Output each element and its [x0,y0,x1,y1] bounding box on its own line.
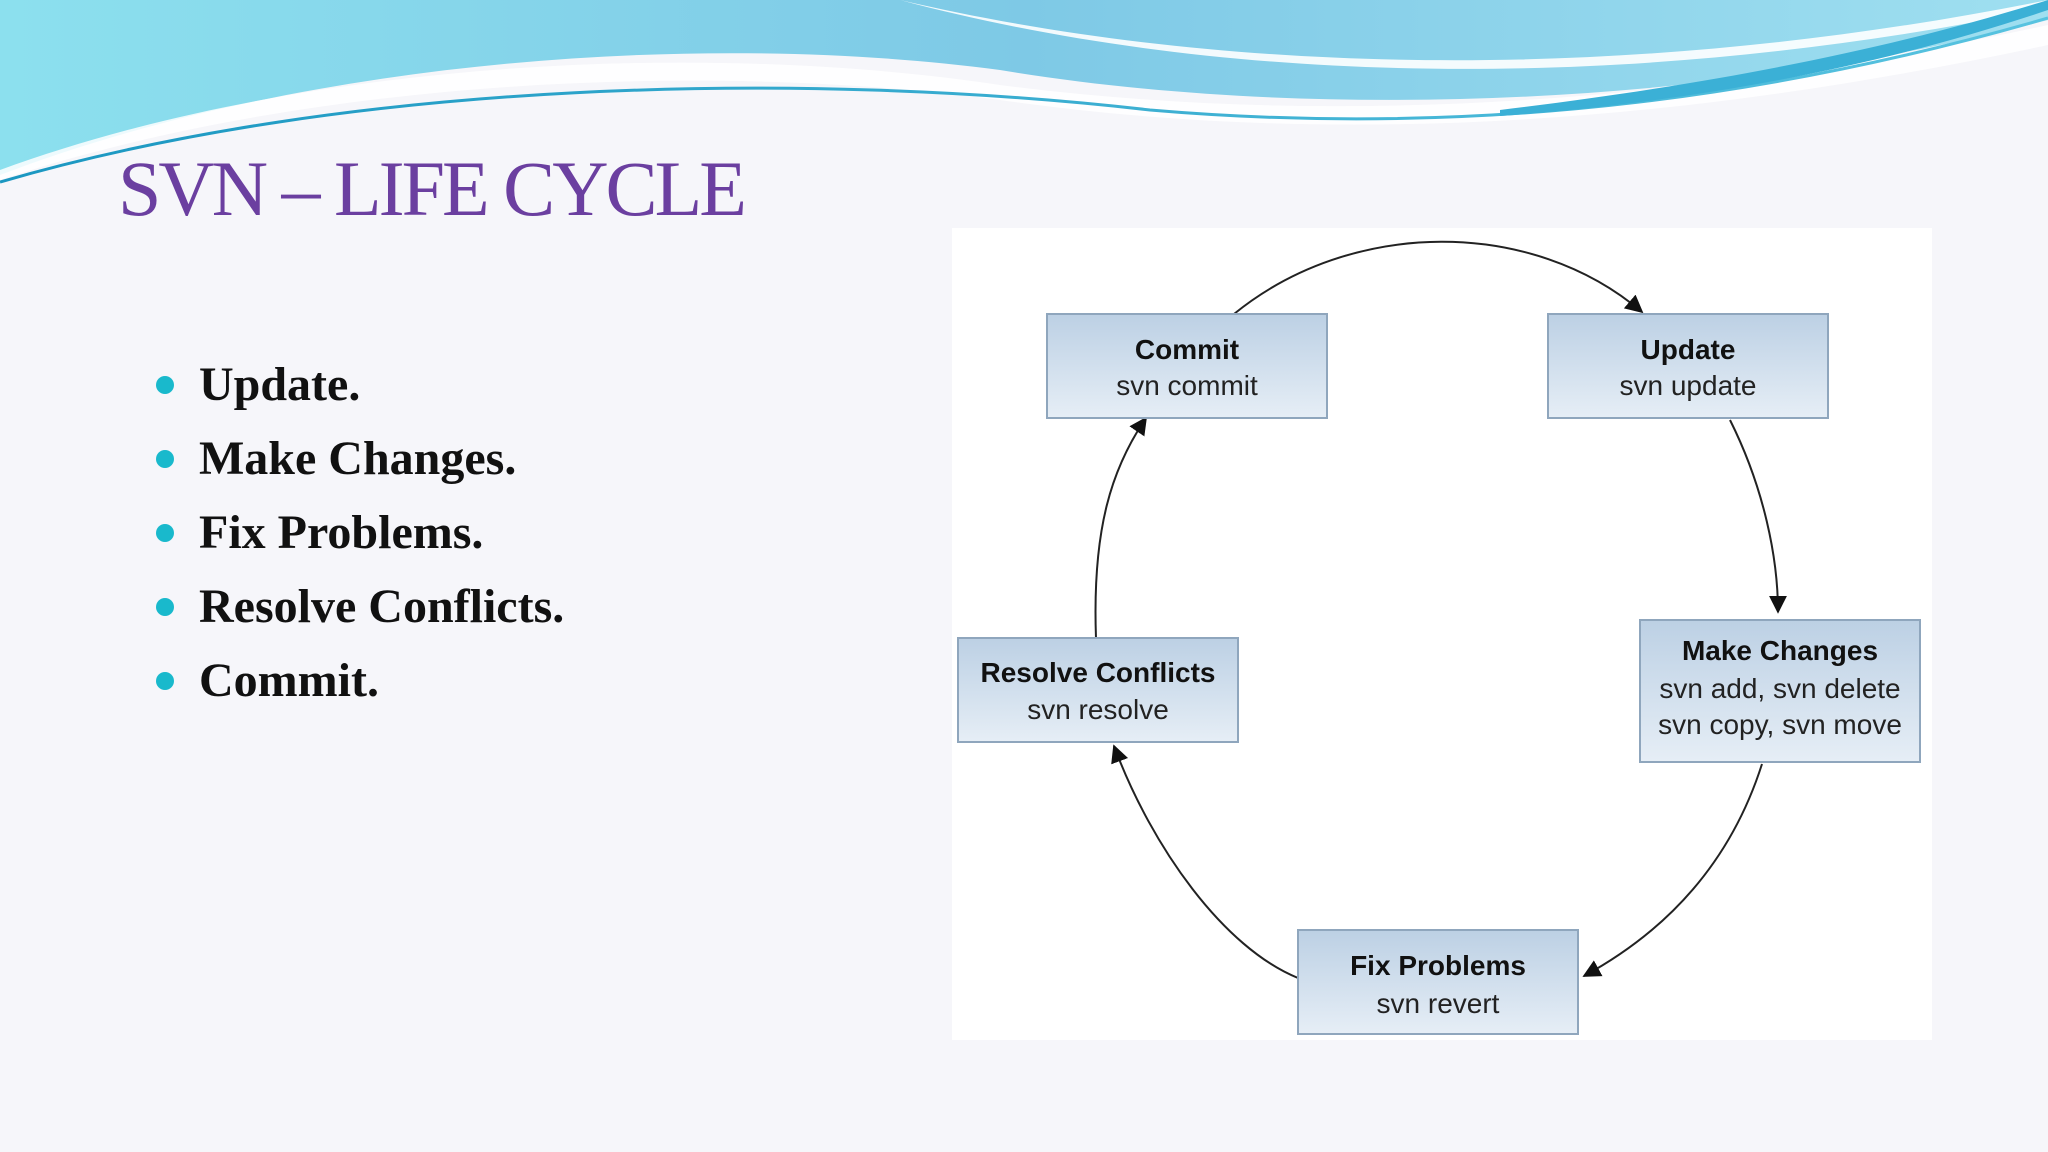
node-command: svn add, svn delete [1659,673,1900,704]
svn-lifecycle-diagram: Commit svn commit Update svn update Make… [952,228,1932,1040]
edge-make-changes-to-fix-problems [1582,763,1763,977]
bullet-item: Resolve Conflicts. [152,574,564,648]
bullet-list: Update. Make Changes. Fix Problems. Reso… [152,352,564,722]
node-title: Fix Problems [1350,950,1526,981]
bullet-item: Commit. [152,648,564,722]
bullet-text: Update. [199,358,361,411]
edge-fix-problems-to-resolve-conflicts [1111,744,1299,979]
slide-title: SVN – LIFE CYCLE [118,145,747,232]
node-title: Commit [1135,334,1239,365]
node-box [1547,313,1829,419]
bullet-item: Update. [152,352,564,426]
bullet-item: Fix Problems. [152,500,564,574]
bullet-dot-icon [156,598,174,616]
node-box [1046,313,1328,419]
header-wave [0,0,2048,184]
edge-update-to-make-changes [1729,419,1787,614]
bullet-dot-icon [156,376,174,394]
edge-commit-to-update [1233,240,1644,315]
node-command: svn revert [1377,988,1500,1019]
node-box [1639,619,1921,763]
bullet-dot-icon [156,524,174,542]
edge-resolve-conflicts-to-commit [1094,416,1148,639]
node-resolve-conflicts: Resolve Conflicts svn resolve [957,637,1239,743]
bullet-text: Make Changes. [199,432,517,485]
node-command: svn resolve [1027,694,1169,725]
bullet-dot-icon [156,450,174,468]
node-command: svn commit [1116,370,1258,401]
node-fix-problems: Fix Problems svn revert [1297,929,1579,1035]
bullet-item: Make Changes. [152,426,564,500]
bullet-dot-icon [156,672,174,690]
node-title: Resolve Conflicts [981,657,1216,688]
node-command: svn update [1620,370,1757,401]
node-box [957,637,1239,743]
node-make-changes: Make Changes svn add, svn delete svn cop… [1639,619,1921,763]
node-commit: Commit svn commit [1046,313,1328,419]
bullet-text: Fix Problems. [199,506,484,559]
node-box [1297,929,1579,1035]
node-title: Make Changes [1682,635,1878,666]
node-update: Update svn update [1547,313,1829,419]
node-title: Update [1641,334,1736,365]
bullet-text: Commit. [199,654,379,707]
node-command: svn copy, svn move [1658,709,1902,740]
bullet-text: Resolve Conflicts. [199,580,565,633]
